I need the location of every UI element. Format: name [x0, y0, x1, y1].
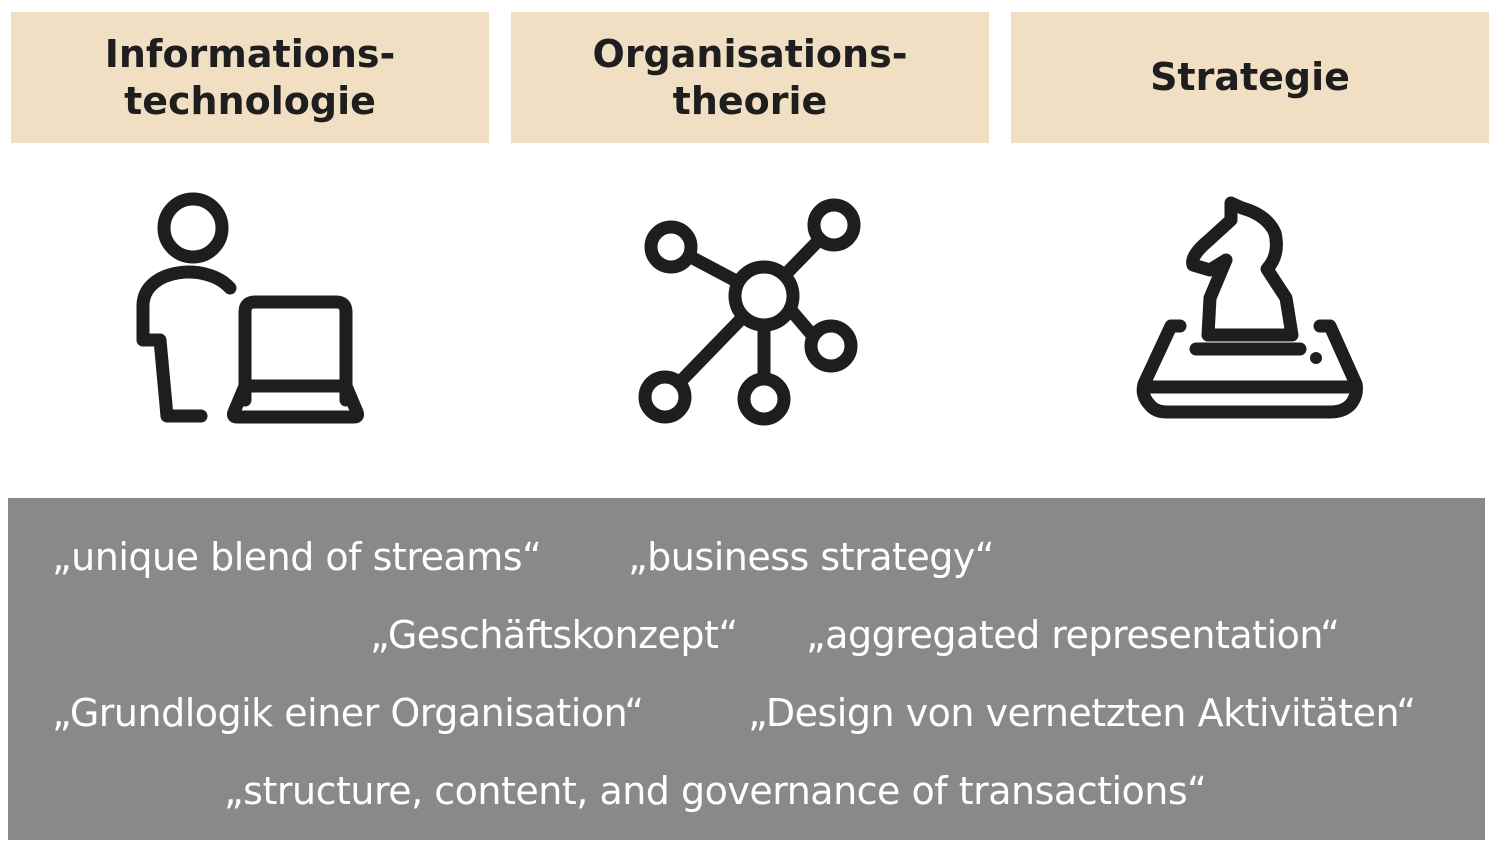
phrase-structure-content-governance: „structure, content, and governance of t… — [224, 769, 1207, 813]
phrases-panel: „unique blend of streams“ „business stra… — [8, 498, 1485, 840]
header-label: Strategie — [1150, 55, 1350, 99]
header-label: Informations- technologie — [104, 31, 396, 123]
person-laptop-icon — [129, 190, 369, 435]
phrase-grundlogik: „Grundlogik einer Organisation“ — [52, 691, 644, 735]
header-informationstechnologie: Informations- technologie — [11, 12, 489, 143]
phrase-business-strategy: „business strategy“ — [628, 535, 995, 579]
phrase-unique-blend: „unique blend of streams“ — [52, 535, 542, 579]
header-organisationstheorie: Organisations- theorie — [511, 12, 989, 143]
header-label: Organisations- theorie — [592, 31, 908, 123]
network-icon — [630, 190, 870, 435]
phrase-geschaeftskonzept: „Geschäftskonzept“ — [370, 613, 738, 657]
header-strategie: Strategie — [1011, 12, 1489, 143]
phrase-design-aktivitaeten: „Design von vernetzten Aktivitäten“ — [748, 691, 1416, 735]
chess-knight-icon — [1130, 190, 1370, 435]
phrase-aggregated-representation: „aggregated representation“ — [806, 613, 1340, 657]
